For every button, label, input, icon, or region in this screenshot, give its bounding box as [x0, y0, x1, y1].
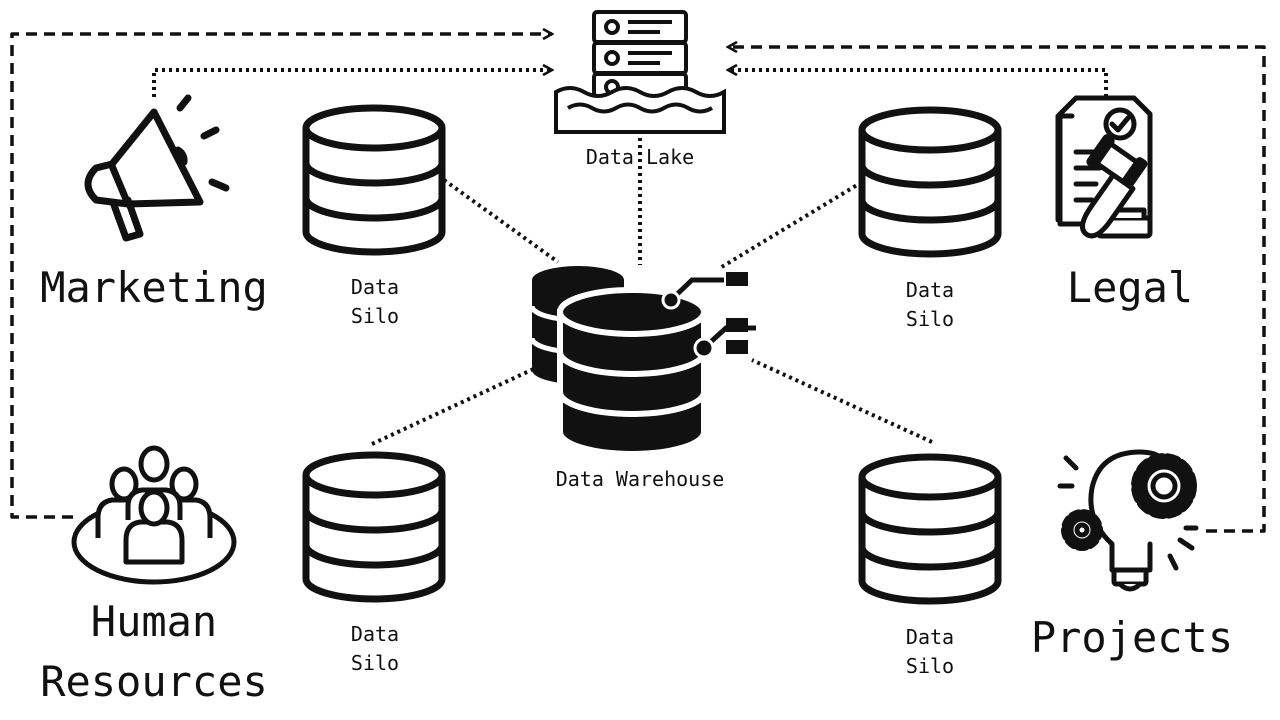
silo-label-line2: Silo: [351, 651, 399, 675]
data-silo-bottom-right: Data Silo: [862, 457, 998, 678]
legal-to-lake-arrow: [728, 70, 1108, 97]
legal-document-gavel-icon: [1055, 95, 1153, 239]
silo-label-line2: Silo: [906, 654, 954, 678]
department-human-resources: Human Resources: [40, 445, 268, 706]
database-network-icon: [529, 266, 756, 457]
silo-tl-to-warehouse-link: [442, 178, 560, 264]
department-legal: Legal: [1055, 95, 1193, 312]
silo-label-line1: Data: [906, 625, 954, 649]
marketing-label: Marketing: [40, 263, 268, 312]
data-warehouse-label: Data Warehouse: [556, 467, 725, 491]
silo-br-to-warehouse-link: [751, 358, 933, 444]
marketing-to-lake-arrow: [152, 70, 552, 97]
data-lake-label: Data Lake: [586, 145, 694, 169]
megaphone-icon: [84, 94, 230, 242]
hr-label-line2: Resources: [40, 657, 268, 706]
silo-tr-to-warehouse-link: [718, 180, 864, 270]
data-silo-bottom-left: Data Silo: [306, 455, 442, 675]
data-lake: Data Lake: [554, 10, 726, 169]
department-marketing: Marketing: [40, 94, 268, 312]
hr-label-line1: Human: [91, 597, 217, 646]
projects-label: Projects: [1031, 613, 1233, 662]
data-silo-top-right: Data Silo: [862, 110, 998, 331]
database-icon: [862, 457, 998, 601]
database-icon: [306, 455, 442, 599]
department-projects: Projects: [1031, 449, 1233, 662]
silo-bl-to-warehouse-link: [371, 364, 541, 446]
silo-label-line1: Data: [351, 622, 399, 646]
data-silo-top-left: Data Silo: [306, 108, 442, 328]
silo-label-line1: Data: [351, 275, 399, 299]
data-warehouse: Data Warehouse: [529, 266, 756, 491]
projects-to-lake-arrow: [728, 47, 1266, 533]
database-icon: [862, 110, 998, 254]
gears-lightbulb-icon: [1057, 449, 1199, 592]
people-group-icon: [71, 445, 237, 585]
server-water-icon: [554, 10, 726, 134]
connections: [10, 34, 1266, 533]
hr-to-lake-arrow: [10, 34, 552, 519]
silo-label-line2: Silo: [906, 307, 954, 331]
database-icon: [306, 108, 442, 252]
silo-label-line2: Silo: [351, 304, 399, 328]
legal-label: Legal: [1067, 263, 1193, 312]
silo-label-line1: Data: [906, 278, 954, 302]
